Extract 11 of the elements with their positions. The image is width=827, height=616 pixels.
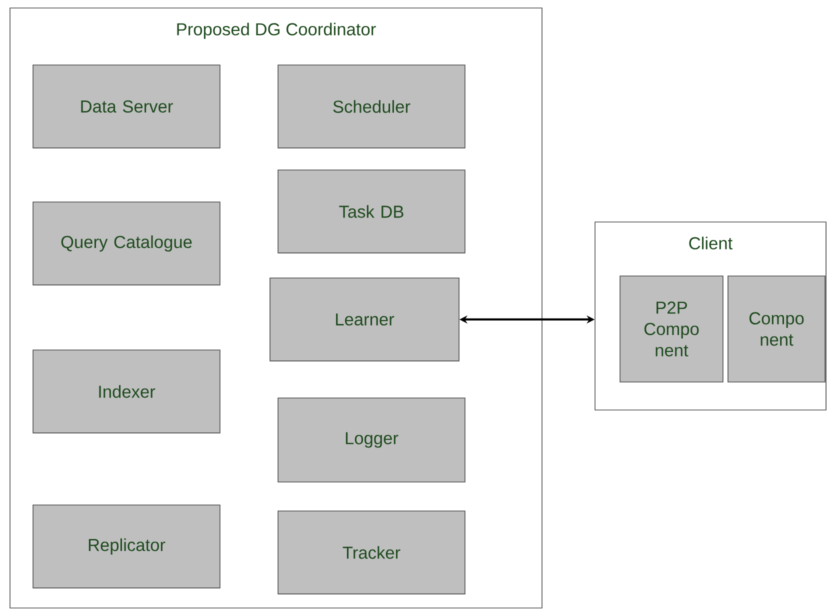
component-box: P2P Compo nent (620, 276, 724, 382)
component-box: Compo nent (728, 276, 826, 382)
component-box: Replicator (32, 504, 220, 588)
component-box: Data Server (32, 64, 220, 148)
component-box: Indexer (32, 350, 220, 434)
component-box: Learner (270, 278, 460, 362)
component-box: Scheduler (278, 64, 466, 148)
component-box: Tracker (278, 510, 466, 594)
component-box: Query Catalogue (32, 202, 220, 286)
component-box: Logger (278, 398, 466, 482)
component-box: Task DB (278, 170, 466, 254)
